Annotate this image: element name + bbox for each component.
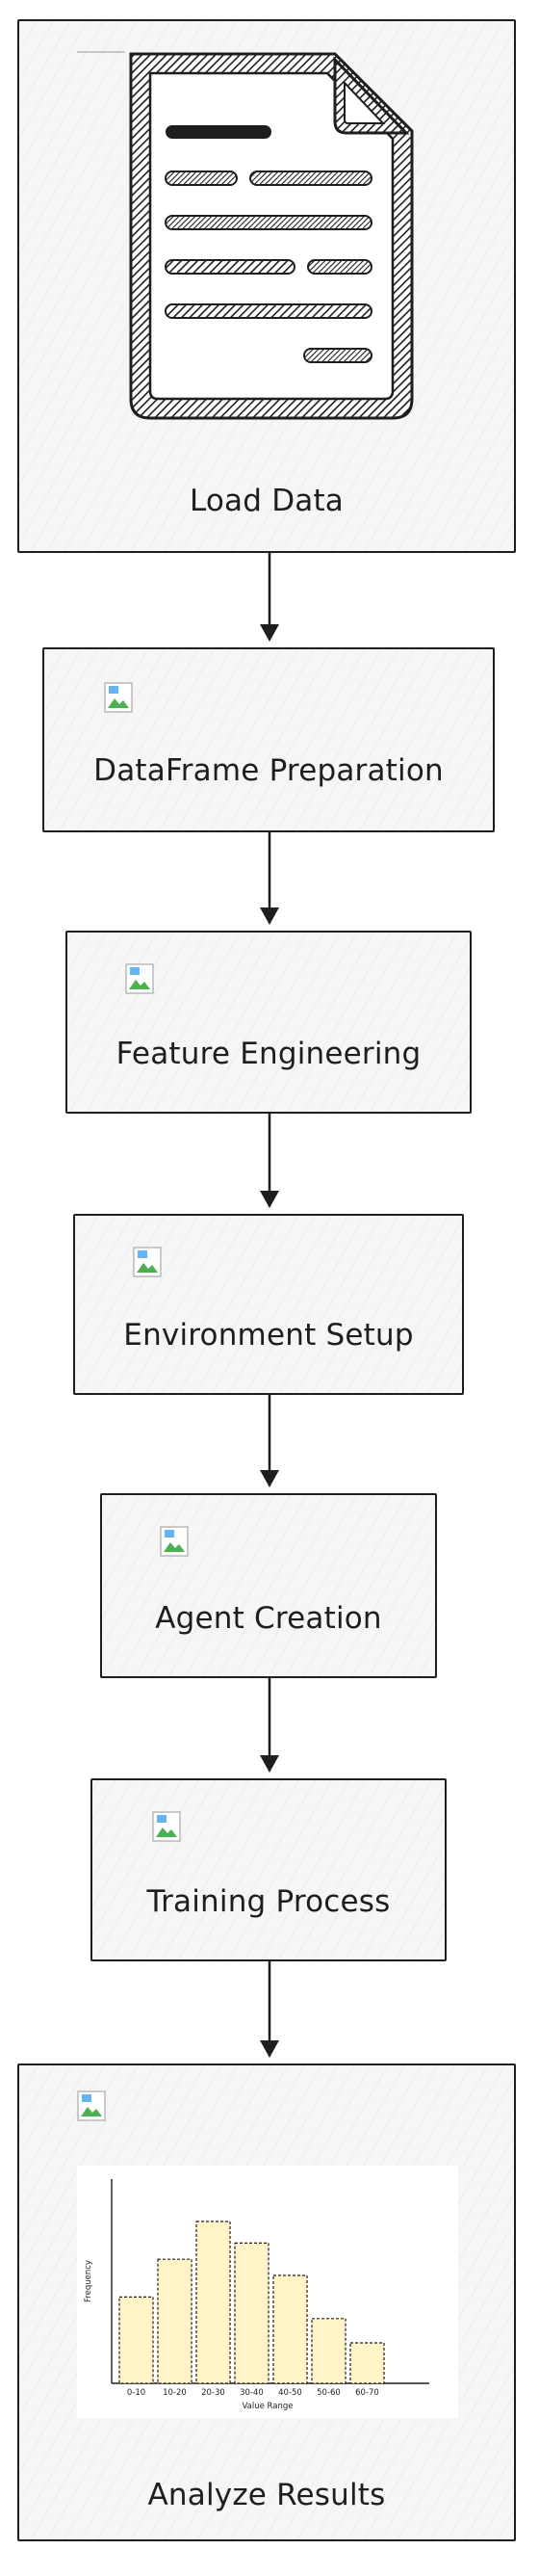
- broken-image-icon: [133, 1247, 162, 1277]
- node-label: DataFrame Preparation: [93, 753, 444, 788]
- node-load-data[interactable]: Load Data: [17, 19, 516, 553]
- x-tick-label: 40-50: [278, 2388, 302, 2398]
- broken-image-icon: [160, 1526, 189, 1557]
- node-analyze-results[interactable]: 0-10 10-20 20-30 30-40 40-50 50-60 60-70 Value…: [17, 2063, 516, 2541]
- node-label: Load Data: [189, 484, 345, 518]
- broken-image-icon: [104, 682, 133, 713]
- histogram-bar: [272, 2274, 308, 2384]
- x-tick-label: 10-20: [163, 2388, 187, 2398]
- histogram-bar: [118, 2296, 154, 2384]
- x-tick-label: 30-40: [240, 2388, 264, 2398]
- histogram-bar: [234, 2242, 270, 2384]
- histogram-bar: [349, 2342, 385, 2384]
- node-label: Environment Setup: [123, 1318, 414, 1353]
- edge-arrow: [260, 1678, 279, 1773]
- broken-image-icon: [152, 1811, 181, 1842]
- node-label: Training Process: [146, 1884, 391, 1919]
- x-axis-label: Value Range: [243, 2402, 294, 2411]
- edge-arrow: [260, 1395, 279, 1487]
- x-tick-label: 20-30: [201, 2388, 225, 2398]
- chart-tick-labels: 0-10 10-20 20-30 30-40 40-50 50-60 60-70: [127, 2388, 379, 2398]
- histogram-bar: [311, 2318, 346, 2384]
- node-label: Analyze Results: [147, 2478, 386, 2512]
- node-label: Feature Engineering: [116, 1037, 422, 1071]
- histogram-bar: [195, 2221, 231, 2384]
- document-icon: [77, 51, 414, 420]
- edge-arrow: [260, 1114, 279, 1208]
- chart-bars: [118, 2221, 385, 2384]
- histogram-bar: [157, 2258, 192, 2384]
- x-tick-label: 60-70: [355, 2388, 379, 2398]
- node-environment-setup[interactable]: Environment Setup: [73, 1214, 464, 1395]
- y-axis-label: Frequency: [84, 2260, 93, 2302]
- histogram-chart: 0-10 10-20 20-30 30-40 40-50 50-60 60-70 Value…: [77, 2166, 458, 2418]
- broken-image-icon: [125, 963, 154, 994]
- x-tick-label: 50-60: [317, 2388, 341, 2398]
- node-label: Agent Creation: [155, 1601, 382, 1636]
- x-tick-label: 0-10: [127, 2388, 145, 2398]
- node-dataframe-preparation[interactable]: DataFrame Preparation: [42, 647, 495, 832]
- node-agent-creation[interactable]: Agent Creation: [100, 1493, 437, 1678]
- broken-image-icon: [77, 2090, 106, 2121]
- edge-arrow: [260, 1961, 279, 2058]
- edge-arrow: [260, 553, 279, 642]
- node-feature-engineering[interactable]: Feature Engineering: [65, 931, 472, 1114]
- node-training-process[interactable]: Training Process: [90, 1778, 447, 1961]
- edge-arrow: [260, 832, 279, 925]
